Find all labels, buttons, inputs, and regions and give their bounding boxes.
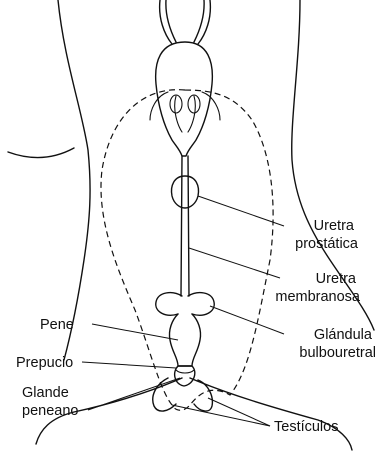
label-glandula-bulbouretral: Glándula bulbouretral [299, 327, 376, 361]
label-uretra-prostatica: Uretra prostática [295, 218, 359, 252]
bulbourethral-glands [156, 293, 214, 316]
label-uretra-membranosa: Uretra membranosa [275, 271, 361, 305]
label-pene: Pene [40, 317, 74, 333]
testis-right [194, 380, 212, 411]
label-glande-peneano: Glande peneano [22, 385, 78, 419]
label-testiculos: Testículos [274, 419, 338, 435]
label-prepucio: Prepucio [16, 355, 73, 371]
penis [169, 314, 200, 366]
bladder [150, 0, 220, 156]
prepuce [176, 370, 194, 373]
leader-lines [82, 196, 284, 426]
dashed-outline [101, 90, 273, 411]
urethra [181, 156, 189, 296]
prostate [172, 176, 199, 208]
glans [175, 366, 195, 386]
